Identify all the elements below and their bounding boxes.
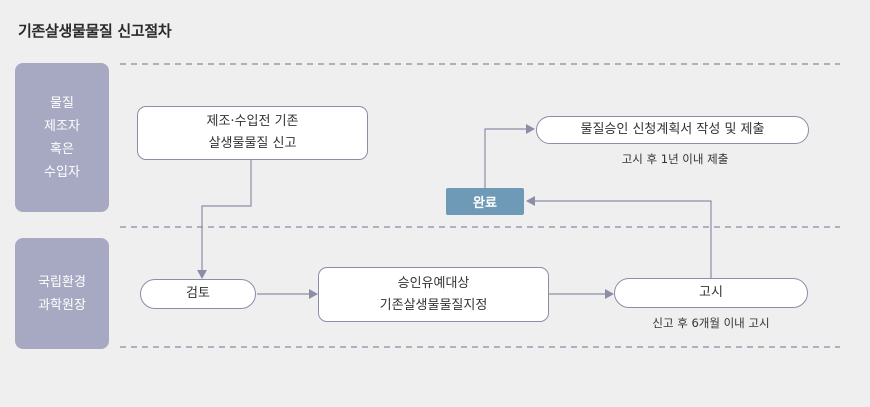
box-designation-line: 기존살생물물질지정	[379, 297, 488, 313]
box-done: 완료	[446, 188, 524, 215]
diagram-title: 기존살생물물질 신고절차	[18, 22, 172, 40]
box-pre-declaration-line: 살생물물질 신고	[208, 136, 297, 151]
lane-applicant-line: 혹은	[50, 141, 74, 157]
lane-institute-line: 과학원장	[38, 297, 86, 313]
box-submit-plan: 물질승인 신청계획서 작성 및 제출	[536, 116, 809, 144]
lane-institute-line: 국립환경	[38, 274, 86, 290]
lane-applicant-line: 제조자	[44, 118, 80, 134]
box-announce: 고시	[614, 278, 808, 308]
note-submit-deadline: 고시 후 1년 이내 제출	[621, 152, 729, 166]
box-designation-line: 승인유예대상	[397, 275, 470, 291]
box-pre-declaration: 제조·수입전 기존 살생물물질 신고	[137, 106, 368, 160]
lane-label-institute: 국립환경 과학원장	[15, 238, 109, 349]
note-announce-deadline: 신고 후 6개월 이내 고시	[652, 316, 770, 330]
arrow-announce-to-done	[526, 196, 712, 278]
box-review: 검토	[140, 279, 256, 309]
box-designation: 승인유예대상 기존살생물물질지정	[318, 267, 549, 322]
arrow-done-to-submit	[484, 124, 535, 188]
lane-applicant-line: 수입자	[44, 164, 80, 180]
box-pre-declaration-line: 제조·수입전 기존	[206, 114, 299, 129]
box-done-label: 완료	[473, 196, 497, 211]
box-submit-plan-label: 물질승인 신청계획서 작성 및 제출	[580, 122, 765, 137]
box-announce-label: 고시	[699, 285, 723, 300]
lane-applicant-line: 물질	[50, 95, 74, 111]
lane-label-applicant: 물질 제조자 혹은 수입자	[15, 63, 109, 212]
arrow-declare-to-review	[197, 160, 252, 279]
box-review-label: 검토	[186, 286, 210, 301]
